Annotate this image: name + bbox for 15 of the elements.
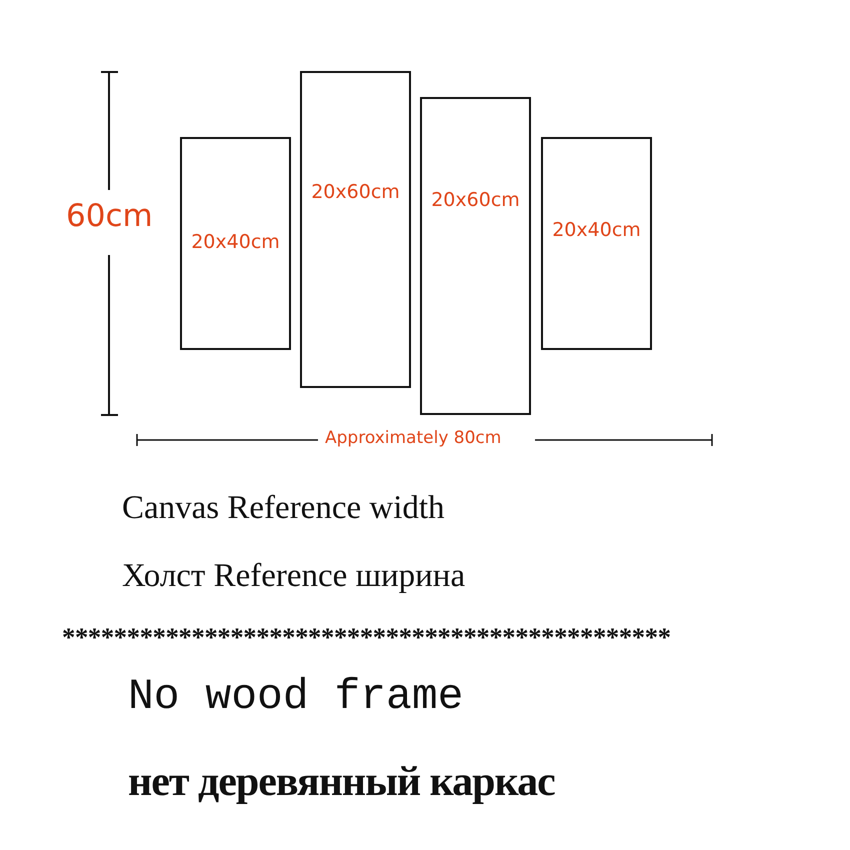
canvas-panel [180, 137, 291, 350]
panel-size-label: 20x60cm [311, 180, 400, 202]
canvas-panel [420, 97, 531, 415]
caption-text: Canvas Reference width [122, 490, 445, 527]
dimension-label: Approximately 80cm [325, 428, 502, 448]
note-text: нет деревянный каркас [128, 758, 555, 806]
canvas-panel [300, 71, 411, 388]
panel-size-label: 20x40cm [191, 230, 280, 252]
note-text: No wood frame [128, 672, 464, 721]
dimension-label: 60cm [66, 198, 153, 234]
asterisk-divider: *********************************************** [62, 622, 671, 653]
caption-text: Холст Reference ширина [122, 558, 466, 595]
panel-size-label: 20x60cm [431, 189, 520, 211]
canvas-panel [541, 137, 652, 350]
panel-size-label: 20x40cm [552, 218, 641, 240]
